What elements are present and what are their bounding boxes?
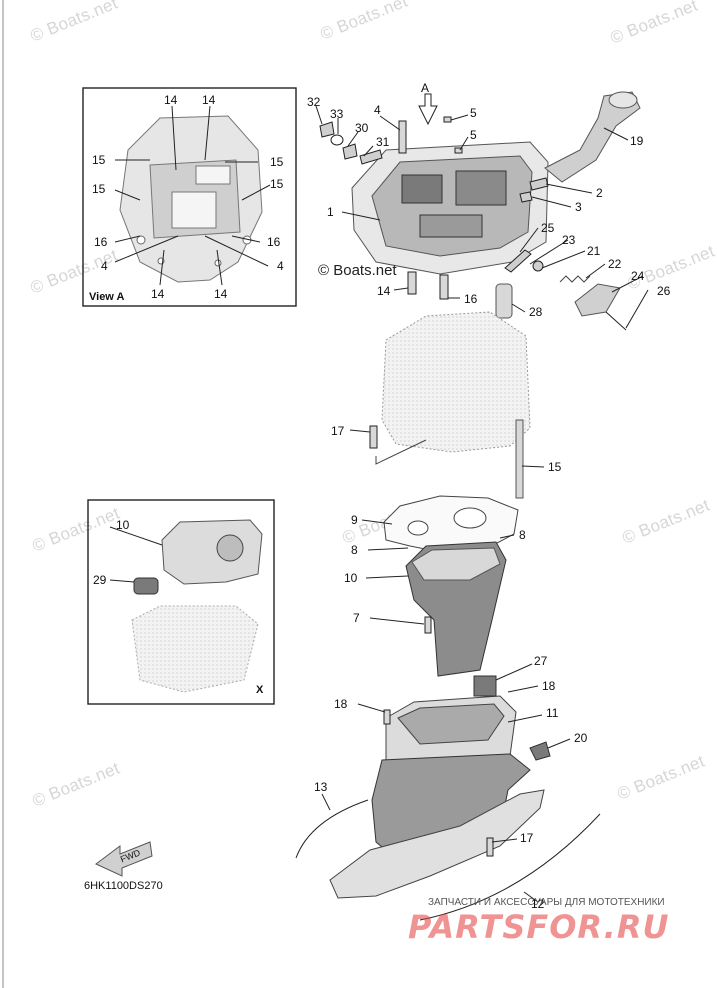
callout: 16 bbox=[94, 235, 108, 249]
callout: 22 bbox=[608, 257, 622, 271]
view-a-frame bbox=[82, 87, 297, 307]
callout: 30 bbox=[355, 121, 369, 135]
callout: 10 bbox=[116, 518, 130, 532]
callout: 5 bbox=[470, 106, 477, 120]
view-a-caption: View A bbox=[89, 291, 125, 303]
callout: 21 bbox=[587, 244, 601, 258]
gasket bbox=[383, 495, 519, 553]
fwd-arrow bbox=[95, 841, 153, 877]
callout: 12 bbox=[531, 897, 545, 911]
callout: 17 bbox=[520, 831, 534, 845]
callout: 18 bbox=[542, 679, 556, 693]
callout: 20 bbox=[574, 731, 588, 745]
callout: 17 bbox=[331, 424, 345, 438]
callout: 4 bbox=[101, 259, 108, 273]
shop-tagline: ЗАПЧАСТИ И АКСЕССУАРЫ ДЛЯ МОТОТЕХНИКИ bbox=[428, 897, 665, 908]
arrow-a-label: A bbox=[421, 81, 430, 95]
callout: 15 bbox=[92, 182, 106, 196]
callout: 8 bbox=[351, 543, 358, 557]
callout: 14 bbox=[214, 287, 228, 301]
callout: 5 bbox=[470, 128, 477, 142]
callout: 13 bbox=[314, 780, 328, 794]
credit-text: © Boats.net bbox=[318, 262, 397, 279]
callout: 24 bbox=[631, 269, 645, 283]
callout: 18 bbox=[334, 697, 348, 711]
callout: 16 bbox=[464, 292, 478, 306]
callout: 14 bbox=[151, 287, 165, 301]
callout: 15 bbox=[92, 153, 106, 167]
callout: 3 bbox=[575, 200, 582, 214]
callout: 8 bbox=[519, 528, 526, 542]
muffler-ghost bbox=[381, 311, 531, 453]
callout: 4 bbox=[277, 259, 284, 273]
callout: 15 bbox=[270, 177, 284, 191]
callout: 26 bbox=[657, 284, 671, 298]
callout: 15 bbox=[548, 460, 562, 474]
callout: 27 bbox=[534, 654, 548, 668]
callout: 31 bbox=[376, 135, 390, 149]
callout: 29 bbox=[93, 573, 107, 587]
callout: 1 bbox=[327, 205, 334, 219]
callout: 9 bbox=[351, 513, 358, 527]
view-x-frame bbox=[87, 499, 275, 705]
anti-cavitation-plate bbox=[329, 789, 545, 899]
callout: 25 bbox=[541, 221, 555, 235]
drawing-code: 6HK1100DS270 bbox=[84, 880, 163, 892]
callout: 16 bbox=[267, 235, 281, 249]
callout: 2 bbox=[596, 186, 603, 200]
callout: 23 bbox=[562, 233, 576, 247]
callout: 32 bbox=[307, 95, 321, 109]
callout: 19 bbox=[630, 134, 644, 148]
callout: 14 bbox=[202, 93, 216, 107]
callout: 14 bbox=[377, 284, 391, 298]
callout: 28 bbox=[529, 305, 543, 319]
view-x-caption: X bbox=[256, 684, 264, 696]
callout: 10 bbox=[344, 571, 358, 585]
callout: 11 bbox=[546, 706, 559, 720]
callout: 33 bbox=[330, 107, 344, 121]
callout: 15 bbox=[270, 155, 284, 169]
callout: 4 bbox=[374, 103, 381, 117]
callout: 14 bbox=[164, 93, 178, 107]
callout: 7 bbox=[353, 611, 360, 625]
shop-logo: PARTSFOR.RU bbox=[408, 908, 670, 946]
